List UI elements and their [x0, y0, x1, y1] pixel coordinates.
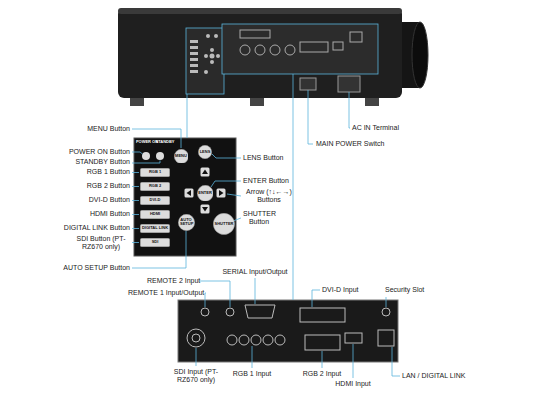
panel-button: RGB 1 — [140, 168, 170, 177]
standby-button — [156, 152, 164, 160]
panel-button: SDI — [140, 238, 170, 247]
button-label: ENTER — [198, 191, 212, 195]
button-label: DVI-D — [150, 198, 161, 202]
button-label: AUTO SETUP — [180, 218, 192, 226]
panel-text: POWER ON — [136, 140, 158, 144]
callout-label: MENU Button — [87, 125, 130, 133]
arrow-glyphs — [187, 170, 224, 212]
foot — [130, 98, 144, 106]
projector-body — [118, 8, 402, 98]
foot — [365, 98, 379, 106]
callout-label: AUTO SETUP Button — [63, 264, 130, 272]
callout-label: REMOTE 2 Input — [147, 277, 200, 285]
callout-label: DIGITAL LINK Button — [64, 224, 130, 232]
control-panel-enlarged — [134, 138, 236, 256]
callout-label: DVI-D Input — [322, 286, 359, 294]
callout-label: DVI-D Button — [89, 196, 130, 204]
callout-label: POWER ON Button — [69, 148, 130, 156]
power-on-button — [142, 152, 150, 160]
callout-label: Arrow (↑↓←→) Buttons — [243, 188, 295, 204]
button-label: RGB 1 — [149, 170, 161, 174]
callout-label: STANDBY Button — [75, 158, 130, 166]
callout-label: SHUTTER Button — [243, 210, 275, 226]
callout-label: RGB 1 Button — [87, 168, 130, 176]
panel-button: AUTO SETUP — [178, 214, 195, 231]
panel-button: HDMI — [140, 210, 170, 219]
callout-label: AC IN Terminal — [352, 124, 399, 132]
lens — [412, 22, 428, 88]
button-label: SDI — [152, 240, 159, 244]
callout-label: RGB 2 Input — [303, 370, 342, 378]
panel-button: ENTER — [197, 185, 214, 202]
callout-label: MAIN POWER Switch — [316, 140, 384, 148]
power-switch — [300, 78, 316, 90]
input-panel-enlarged — [178, 300, 398, 362]
foot — [250, 98, 264, 106]
callout-label: SDI Button (PT-RZ670 only) — [72, 235, 130, 251]
rear-panel — [222, 24, 378, 74]
button-label: MENU — [175, 154, 187, 158]
callout-label: RGB 1 Input — [233, 370, 272, 378]
callout-label: ENTER Button — [243, 177, 289, 185]
callout-label: RGB 2 Button — [87, 182, 130, 190]
arrow-buttons — [185, 168, 226, 214]
ac-inlet — [338, 76, 360, 92]
rear-connectors — [240, 30, 362, 55]
leader-lines — [132, 74, 400, 378]
callout-label: SDI Input (PT-RZ670 only) — [168, 368, 224, 384]
button-label: SHUTTER — [215, 222, 234, 226]
button-label: LENS — [200, 150, 211, 154]
panel-text: STANDBY — [155, 140, 174, 144]
panel-button: SHUTTER — [213, 213, 235, 235]
callout-label: HDMI Button — [90, 210, 130, 218]
callout-label: REMOTE 1 Input/Output — [128, 289, 204, 297]
panel-button: DIGITAL LINK — [140, 224, 170, 233]
button-label: DIGITAL LINK — [142, 226, 168, 230]
control-area — [186, 28, 224, 94]
body-highlight — [118, 8, 402, 14]
panel-button: DVI-D — [140, 196, 170, 205]
callout-label: LAN / DIGITAL LINK — [402, 372, 465, 380]
body-buttons — [190, 34, 220, 74]
button-label: RGB 2 — [149, 184, 161, 188]
input-connectors — [187, 305, 394, 350]
panel-button: RGB 2 — [140, 182, 170, 191]
callout-label: Security Slot — [385, 286, 424, 294]
panel-button: LENS — [198, 145, 212, 159]
callout-label: SERIAL Input/Output — [222, 268, 287, 276]
button-label: HDMI — [150, 212, 160, 216]
panel-button: MENU — [174, 149, 189, 164]
callout-label: LENS Button — [243, 154, 283, 162]
callout-label: HDMI Input — [335, 380, 370, 388]
